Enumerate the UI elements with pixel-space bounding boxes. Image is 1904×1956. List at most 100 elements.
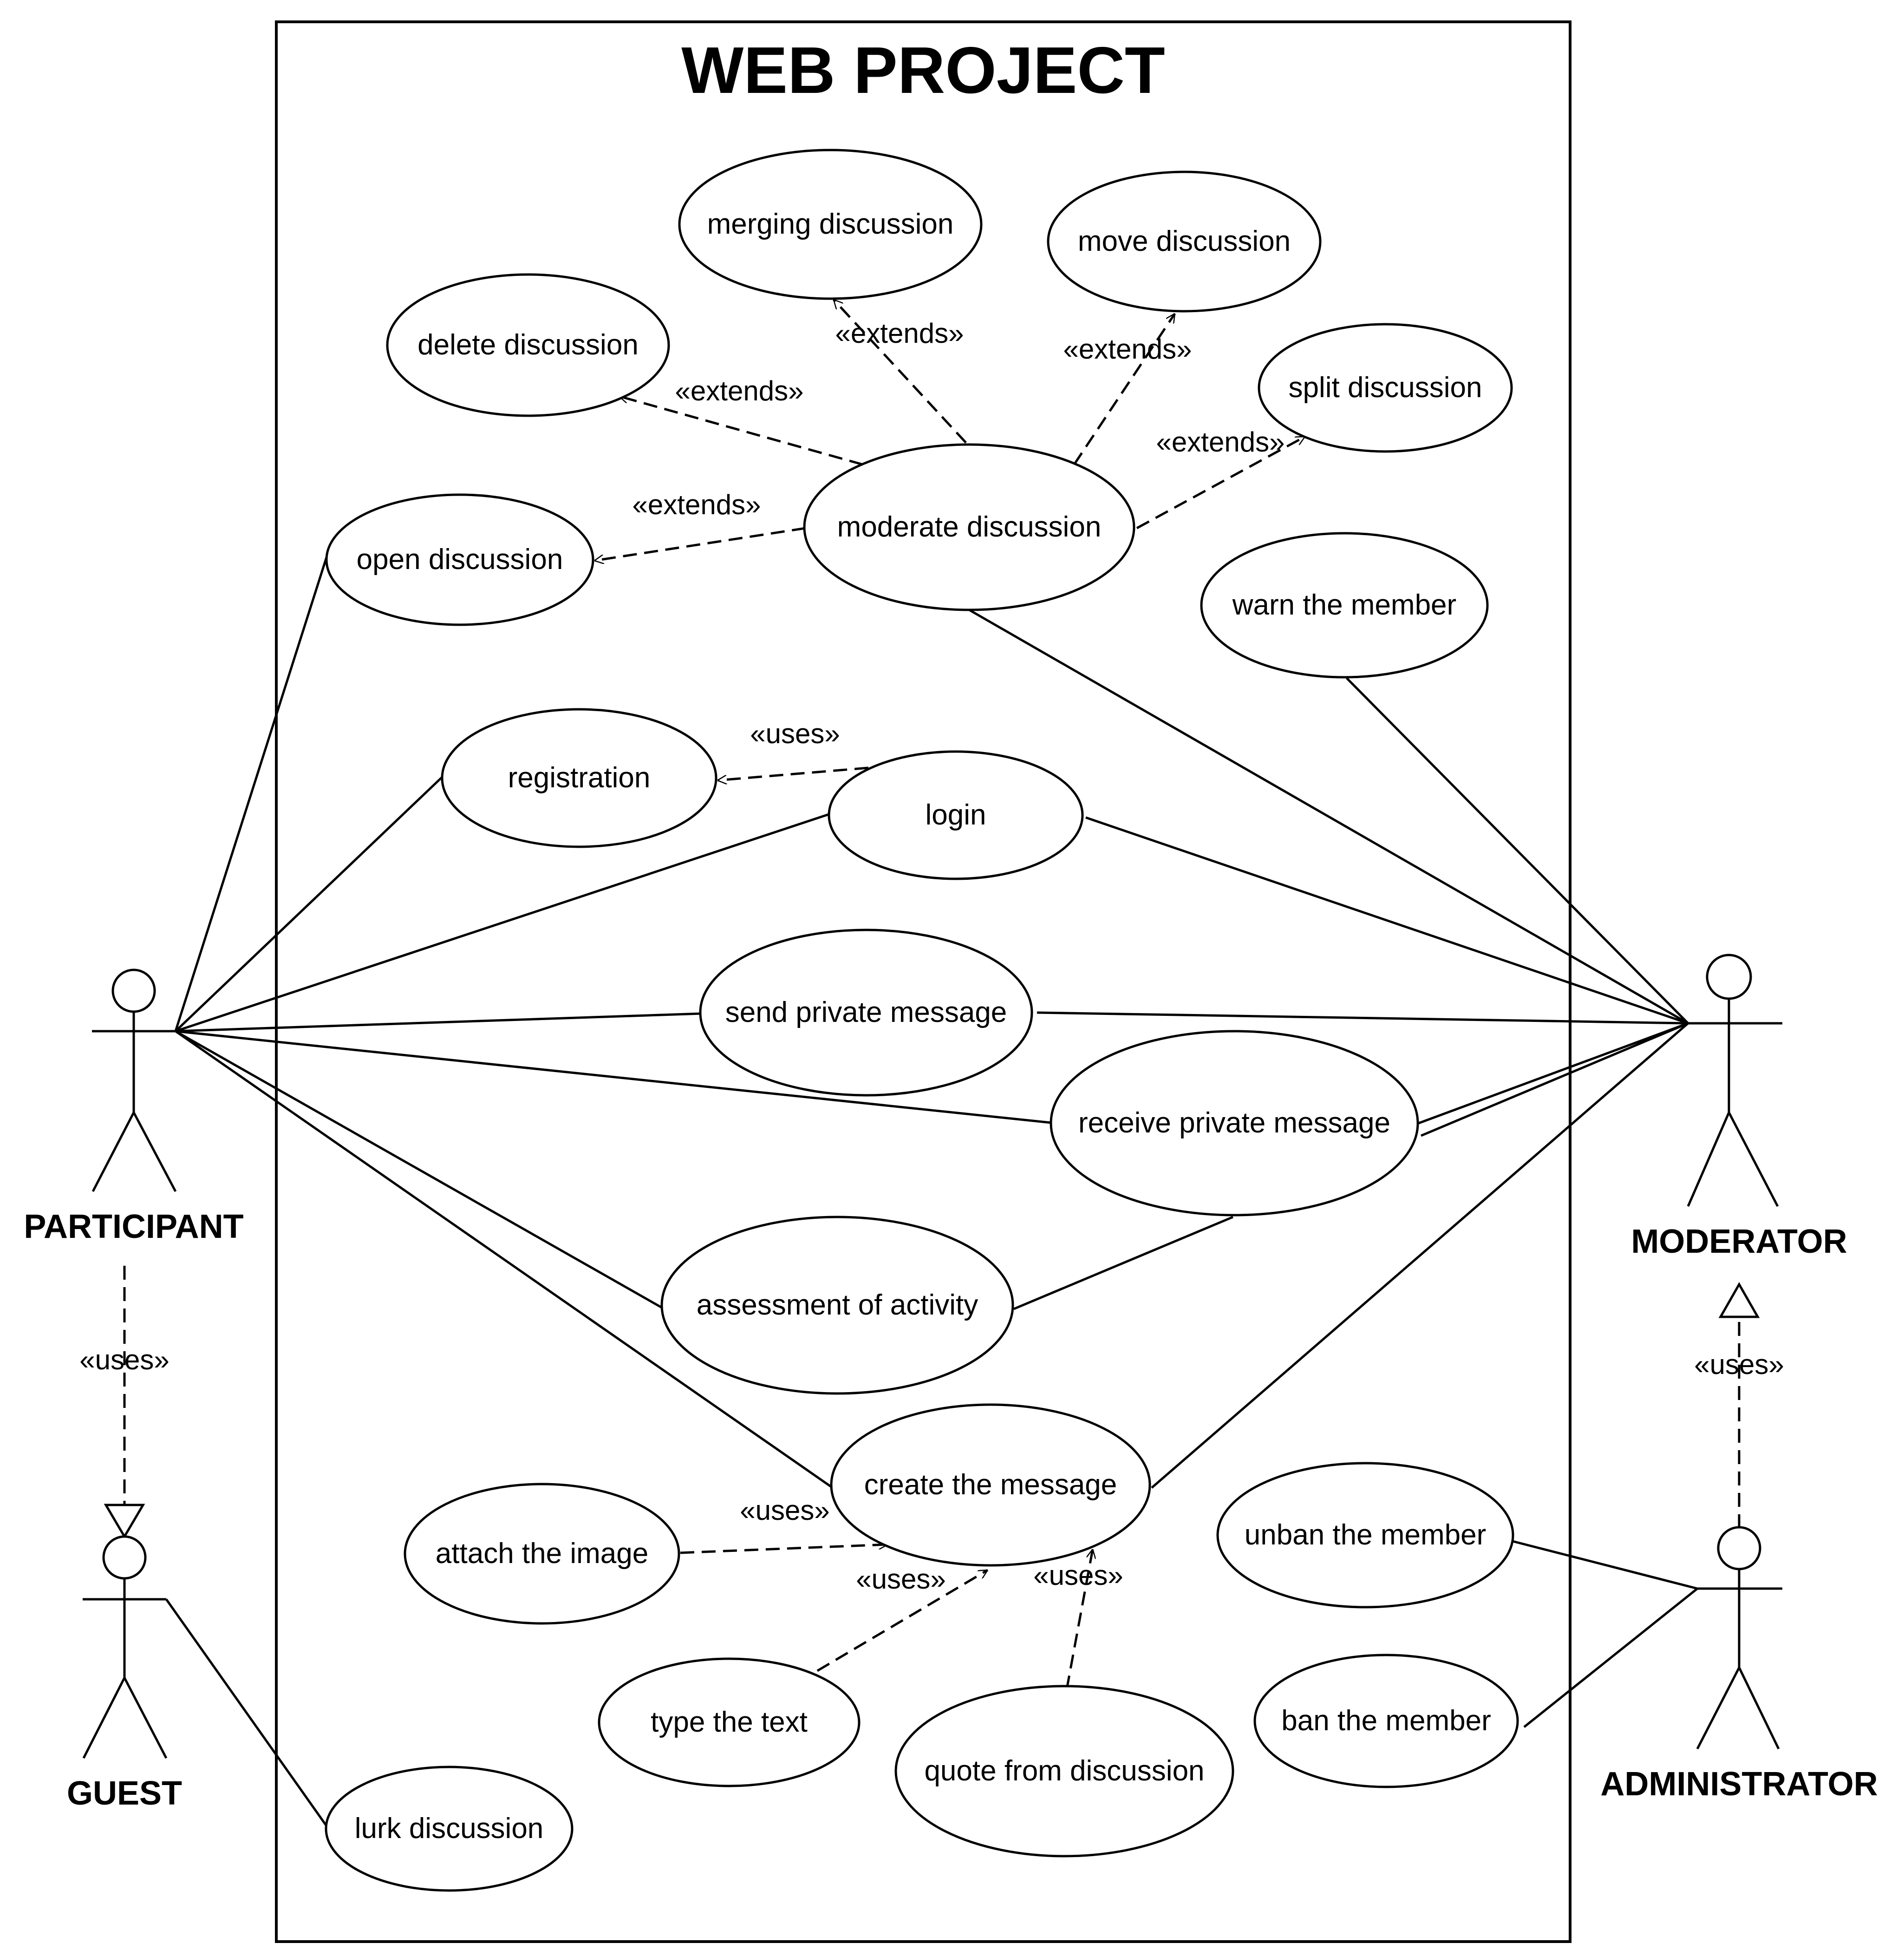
system-title: WEB PROJECT xyxy=(681,33,1165,107)
use-case-label: unban the member xyxy=(1245,1519,1486,1551)
extends-merging xyxy=(834,300,967,444)
extends-split xyxy=(1136,435,1305,530)
actor-head xyxy=(1717,1526,1761,1570)
system-boundary xyxy=(275,20,1571,1943)
actor-moderator[interactable]: MODERATOR xyxy=(1631,954,1847,1260)
uses-attach-create xyxy=(680,1544,888,1554)
actor-leg-left xyxy=(91,1112,135,1192)
use-case-label: move discussion xyxy=(1078,225,1291,257)
use-case-label: create the message xyxy=(864,1469,1117,1501)
use-case-split-discussion[interactable]: split discussion xyxy=(1258,323,1513,453)
actor-leg-left xyxy=(82,1677,126,1759)
use-case-label: warn the member xyxy=(1232,589,1456,621)
stereotype-uses-guest: «uses» xyxy=(79,1344,169,1375)
actor-label: MODERATOR xyxy=(1631,1223,1847,1260)
actor-label: ADMINISTRATOR xyxy=(1600,1766,1878,1803)
use-case-quote-from-discussion[interactable]: quote from discussion xyxy=(894,1685,1234,1858)
uses-login-registration xyxy=(717,766,869,780)
stereotype-extends-open: «extends» xyxy=(632,489,761,520)
actor-head xyxy=(111,968,156,1013)
stereotype-uses-quote: «uses» xyxy=(1033,1560,1123,1591)
use-case-receive-private-message[interactable]: receive private message xyxy=(1050,1030,1419,1217)
use-case-ban-the-member[interactable]: ban the member xyxy=(1253,1654,1519,1788)
use-case-label: login xyxy=(926,799,986,831)
actor-leg-right xyxy=(132,1112,177,1192)
use-case-move-discussion[interactable]: move discussion xyxy=(1047,170,1322,313)
use-case-create-the-message[interactable]: create the message xyxy=(830,1403,1151,1567)
use-case-unban-the-member[interactable]: unban the member xyxy=(1216,1462,1514,1609)
use-case-registration[interactable]: registration xyxy=(441,708,717,848)
assoc-participant-create-message xyxy=(175,1030,834,1489)
use-case-label: merging discussion xyxy=(707,208,954,240)
actor-leg-right xyxy=(1738,1667,1780,1750)
actor-leg-left xyxy=(1687,1112,1730,1207)
actor-administrator[interactable]: ADMINISTRATOR xyxy=(1600,1526,1878,1803)
use-case-attach-the-image[interactable]: attach the image xyxy=(404,1483,680,1625)
stereotype-extends-merging: «extends» xyxy=(835,318,964,349)
stereotype-extends-split: «extends» xyxy=(1156,426,1285,458)
assoc-moderator-send-private-message xyxy=(1037,1011,1689,1025)
stereotype-uses-type: «uses» xyxy=(856,1563,945,1595)
generalization-triangle-moderator xyxy=(1718,1282,1760,1318)
use-case-label: receive private message xyxy=(1078,1107,1390,1139)
actor-label: PARTICIPANT xyxy=(24,1208,243,1245)
use-case-type-the-text[interactable]: type the text xyxy=(598,1657,861,1787)
actor-leg-right xyxy=(1728,1112,1779,1207)
stereotype-uses-registration: «uses» xyxy=(750,718,840,749)
use-case-label: delete discussion xyxy=(417,329,639,361)
use-case-delete-discussion[interactable]: delete discussion xyxy=(386,273,670,417)
use-case-label: open discussion xyxy=(357,543,563,576)
use-case-login[interactable]: login xyxy=(828,750,1084,880)
assoc-administrator-ban xyxy=(1523,1588,1698,1728)
actor-head xyxy=(1706,954,1752,1000)
use-case-label: quote from discussion xyxy=(924,1755,1204,1787)
use-case-warn-the-member[interactable]: warn the member xyxy=(1200,532,1489,679)
actor-participant[interactable]: PARTICIPANT xyxy=(24,968,244,1245)
use-case-lurk-discussion[interactable]: lurk discussion xyxy=(325,1766,574,1892)
assoc-participant-open-discussion xyxy=(174,557,328,1032)
extends-move xyxy=(1073,314,1176,465)
dependency-lines xyxy=(123,300,1741,1690)
assoc-participant-assessment xyxy=(175,1030,663,1309)
assoc-participant-receive-private-message xyxy=(175,1030,1051,1124)
use-case-label: send private message xyxy=(725,996,1007,1028)
stereotype-uses-attach: «uses» xyxy=(740,1495,829,1526)
actor-leg-right xyxy=(123,1677,168,1759)
assoc-guest-lurk xyxy=(165,1598,333,1833)
assoc-administrator-unban xyxy=(1512,1540,1698,1590)
use-case-merging-discussion[interactable]: merging discussion xyxy=(678,149,983,300)
assoc-moderator-receive-private-message-2 xyxy=(1421,1022,1689,1137)
uses-type-create xyxy=(816,1569,988,1672)
actor-head xyxy=(102,1535,147,1580)
actor-label: GUEST xyxy=(67,1775,182,1812)
extends-delete xyxy=(619,396,863,466)
use-case-moderate-discussion[interactable]: moderate discussion xyxy=(803,443,1135,611)
uses-quote-create xyxy=(1065,1549,1093,1690)
use-case-label: split discussion xyxy=(1289,372,1482,404)
generalization-triangle-participant xyxy=(104,1504,145,1539)
assoc-moderator-login xyxy=(1085,816,1689,1025)
use-case-send-private-message[interactable]: send private message xyxy=(699,929,1033,1097)
stereotype-extends-move: «extends» xyxy=(1063,334,1192,365)
assoc-receive-assessment xyxy=(1013,1216,1233,1310)
assoc-moderator-moderate-discussion xyxy=(968,608,1689,1025)
stereotype-extends-delete: «extends» xyxy=(675,375,804,406)
association-lines xyxy=(165,557,1698,1833)
assoc-moderator-create-message xyxy=(1151,1022,1689,1489)
extends-open xyxy=(594,527,806,561)
stereotype-labels: «extends» «extends» «extends» «extends» … xyxy=(79,318,1784,1595)
actor-leg-left xyxy=(1696,1667,1741,1750)
use-case-label: ban the member xyxy=(1281,1705,1491,1737)
use-case-assessment-of-activity[interactable]: assessment of activity xyxy=(660,1216,1014,1395)
actor-guest[interactable]: GUEST xyxy=(67,1535,182,1812)
stereotype-uses-administrator: «uses» xyxy=(1694,1349,1784,1380)
use-case-label: attach the image xyxy=(436,1537,648,1570)
assoc-moderator-warn-member xyxy=(1346,677,1689,1024)
use-case-open-discussion[interactable]: open discussion xyxy=(325,493,594,626)
assoc-participant-send-private-message xyxy=(175,1012,703,1033)
use-case-label: registration xyxy=(508,762,651,794)
use-case-label: lurk discussion xyxy=(355,1812,544,1845)
use-case-label: type the text xyxy=(651,1706,808,1738)
assoc-moderator-receive-private-message-1 xyxy=(1418,1022,1689,1125)
